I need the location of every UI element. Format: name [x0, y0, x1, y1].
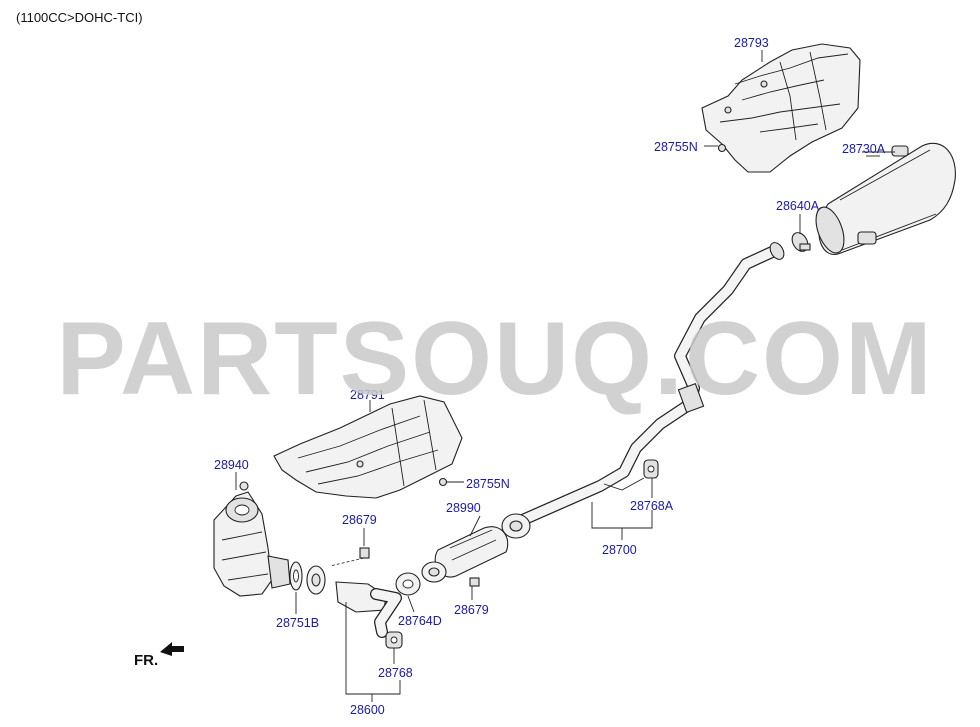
label-28990[interactable]: 28990 [446, 501, 481, 515]
nut-28755n-top[interactable] [704, 143, 727, 153]
gasket-28764d[interactable] [395, 572, 421, 596]
nut-28755n-mid[interactable] [438, 477, 448, 487]
label-28679-lower[interactable]: 28679 [454, 603, 489, 617]
label-28768[interactable]: 28768 [378, 666, 413, 680]
label-28751b[interactable]: 28751B [276, 616, 319, 630]
label-28730a[interactable]: 28730A [842, 142, 886, 156]
label-28764d[interactable]: 28764D [398, 614, 442, 628]
label-28755n-mid[interactable]: 28755N [466, 477, 510, 491]
engine-spec-heading: (1100CC>DOHC-TCI) [16, 10, 143, 25]
front-direction-label: FR. [134, 652, 158, 669]
catalytic-converter-28990[interactable] [421, 526, 509, 583]
label-28600[interactable]: 28600 [350, 703, 385, 717]
rear-heat-shield[interactable] [701, 43, 861, 173]
front-pipe[interactable] [306, 565, 402, 638]
label-28940[interactable]: 28940 [214, 458, 249, 472]
nut-28679-lower[interactable] [469, 577, 480, 587]
hanger-28768a[interactable] [643, 459, 659, 479]
gasket-28751b[interactable] [289, 561, 303, 591]
center-pipe[interactable] [512, 240, 787, 528]
hanger-28768[interactable] [385, 631, 403, 649]
label-28768a[interactable]: 28768A [630, 499, 674, 513]
label-28679-upper[interactable]: 28679 [342, 513, 377, 527]
watermark: PARTSOUQ.COM [56, 301, 934, 417]
rear-muffler[interactable] [811, 142, 956, 256]
label-28755n-top[interactable]: 28755N [654, 140, 698, 154]
label-28793[interactable]: 28793 [734, 36, 769, 50]
flange-28990[interactable] [501, 513, 531, 539]
exhaust-manifold-catalyst[interactable] [213, 481, 291, 597]
label-28640a[interactable]: 28640A [776, 199, 820, 213]
front-heat-shield[interactable] [273, 395, 463, 499]
nut-28679-upper[interactable] [329, 547, 370, 567]
label-28791[interactable]: 28791 [350, 388, 385, 402]
label-28700[interactable]: 28700 [602, 543, 637, 557]
clamp-28640a[interactable] [789, 214, 811, 254]
front-arrow-icon [160, 642, 184, 656]
